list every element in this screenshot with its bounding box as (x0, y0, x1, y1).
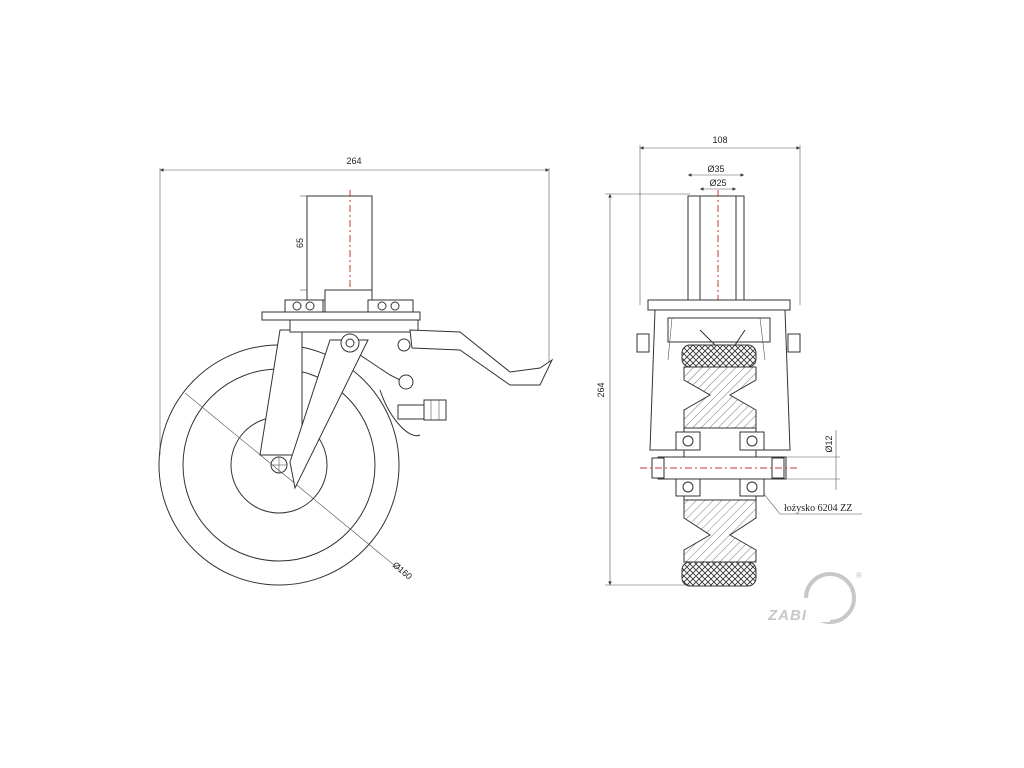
side-view: 264 Ø160 65 (158, 156, 554, 586)
front-width-label: 108 (712, 135, 727, 145)
front-stem (687, 190, 745, 301)
stem-height-label: 65 (295, 238, 305, 248)
side-brake-pedal (359, 329, 554, 437)
stem-diameter-dimensions: Ø35 Ø25 (688, 164, 744, 191)
front-height-dimension: 264 (596, 193, 690, 586)
zabi-logo: ZABI ® (760, 571, 862, 624)
logo-text: ZABI (767, 607, 807, 624)
axle-diameter-label: Ø12 (824, 435, 834, 452)
logo-registered-mark: ® (856, 571, 862, 580)
front-view: 108 Ø35 Ø25 264 (596, 135, 862, 587)
side-swivel-plate (261, 299, 421, 353)
stem-inner-label: Ø25 (709, 178, 726, 188)
bearing-callout: łożysko 6204 ZZ (763, 493, 862, 515)
side-width-label: 264 (346, 156, 361, 166)
front-width-dimension: 108 (639, 135, 801, 305)
front-axle: Ø12 (640, 430, 840, 490)
wheel-diameter-label: Ø160 (391, 560, 414, 582)
stem-outer-label: Ø35 (707, 164, 724, 174)
side-width-dimension: 264 (159, 156, 550, 455)
bearing-note: łożysko 6204 ZZ (784, 503, 852, 514)
front-wheel-section (675, 344, 765, 587)
front-height-label: 264 (596, 382, 606, 397)
